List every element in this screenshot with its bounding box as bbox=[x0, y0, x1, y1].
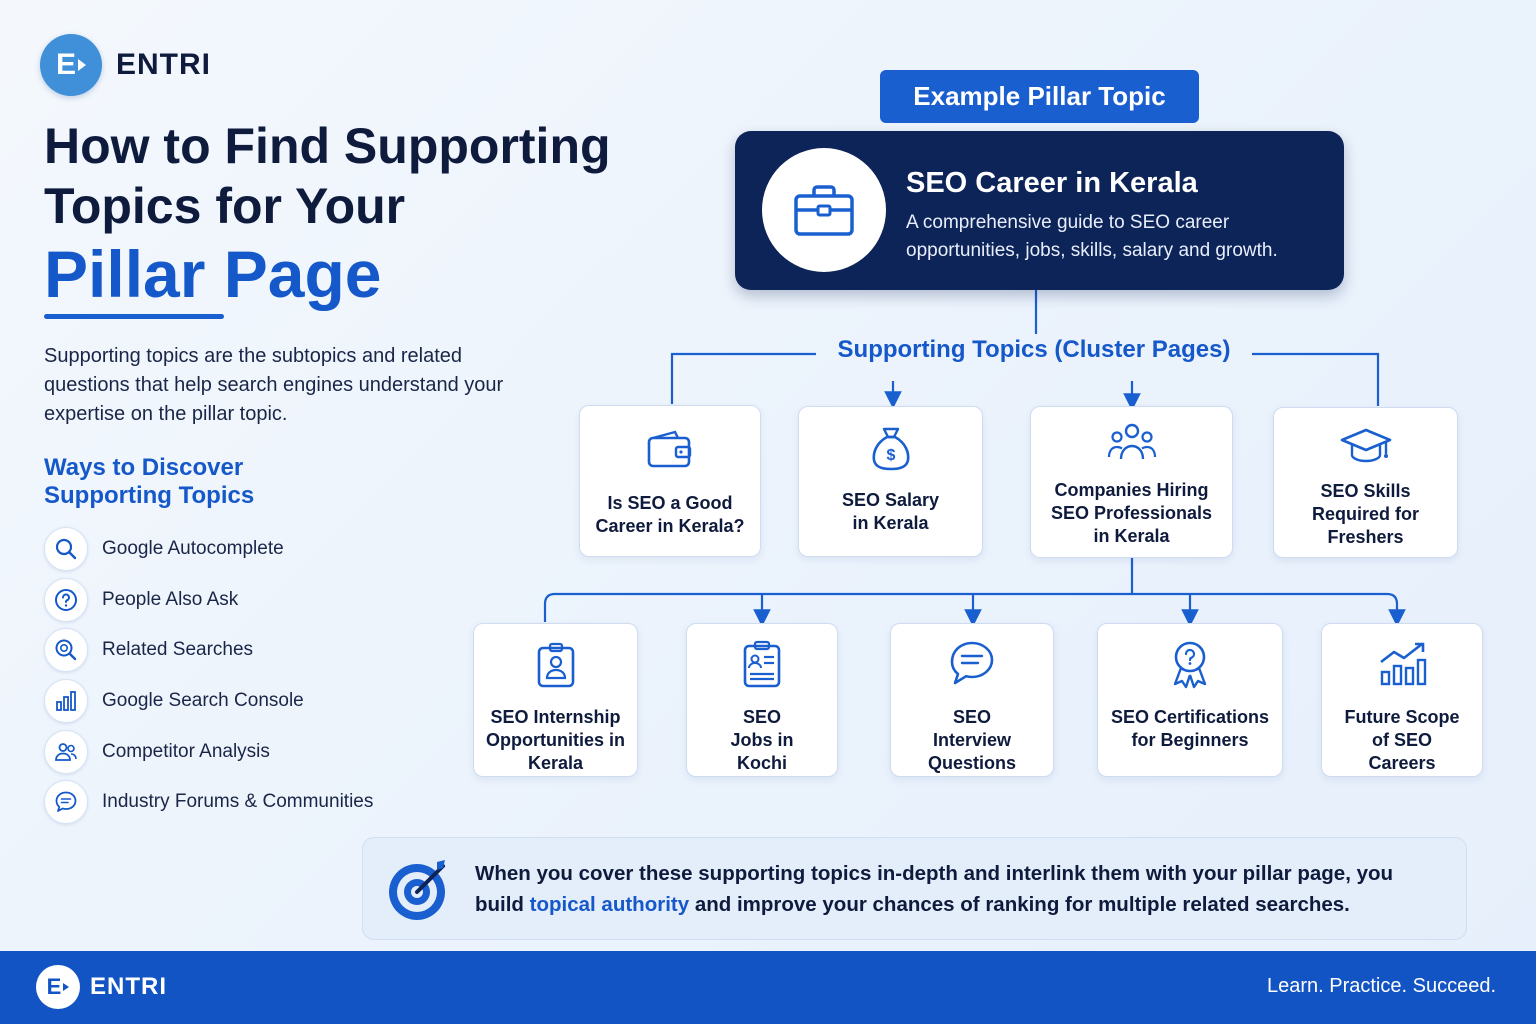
briefcase-icon bbox=[762, 148, 886, 272]
chat-bubble-icon bbox=[44, 780, 88, 825]
svg-text:$: $ bbox=[886, 447, 895, 464]
title-line-1: How to Find Supporting bbox=[44, 118, 611, 174]
team-icon bbox=[1106, 419, 1158, 471]
topic-label: SEO Internship Opportunities in Kerala bbox=[486, 707, 625, 773]
topic-card: SEO Skills Required for Freshers bbox=[1273, 407, 1458, 558]
brand-name: ENTRI bbox=[116, 48, 211, 81]
ways-title: Ways to Discover Supporting Topics bbox=[44, 454, 255, 509]
footer-brand: E ENTRI bbox=[36, 965, 167, 1009]
method-item: Google Autocomplete bbox=[44, 524, 464, 575]
page-title: How to Find Supporting Topics for Your P… bbox=[44, 116, 644, 314]
speech-bubble-icon bbox=[946, 638, 998, 690]
pillar-tag: Example Pillar Topic bbox=[880, 70, 1199, 123]
title-underline bbox=[44, 314, 224, 319]
callout-highlight: topical authority bbox=[529, 893, 690, 916]
pillar-heading: SEO Career in Kerala bbox=[906, 167, 1198, 199]
method-label: Related Searches bbox=[102, 639, 254, 661]
topic-label: SEO Salary in Kerala bbox=[841, 490, 940, 533]
intro-text: Supporting topics are the subtopics and … bbox=[44, 345, 504, 425]
topic-label: SEO Certifications for Beginners bbox=[1110, 707, 1270, 750]
method-item: Competitor Analysis bbox=[44, 726, 464, 777]
method-item: Industry Forums & Communities bbox=[44, 777, 464, 828]
method-label: Google Search Console bbox=[102, 690, 304, 712]
title-line-2: Topics for Your bbox=[44, 178, 406, 234]
target-icon bbox=[389, 860, 445, 920]
entri-logo-icon: E bbox=[36, 965, 80, 1009]
topic-label: Is SEO a Good Career in Kerala? bbox=[595, 493, 745, 536]
method-label: Industry Forums & Communities bbox=[102, 791, 374, 813]
callout-box: When you cover these supporting topics i… bbox=[362, 837, 1467, 940]
topic-card: SEO Jobs in Kochi bbox=[686, 623, 838, 777]
topic-card: SEO Internship Opportunities in Kerala bbox=[473, 623, 638, 777]
id-badge-icon bbox=[530, 640, 582, 692]
topic-card: SEO Interview Questions bbox=[890, 623, 1054, 777]
clipboard-icon bbox=[736, 638, 788, 690]
entri-logo-icon: E bbox=[40, 34, 102, 96]
callout-text: When you cover these supporting topics i… bbox=[475, 862, 1394, 916]
brand-header: E ENTRI bbox=[40, 34, 211, 96]
title-accent: Pillar Page bbox=[44, 237, 382, 311]
method-item: Google Search Console bbox=[44, 676, 464, 727]
method-item: People Also Ask bbox=[44, 575, 464, 626]
magnifier-zoom-icon bbox=[44, 628, 88, 673]
topic-label: SEO Jobs in Kochi bbox=[730, 707, 794, 773]
cluster-label: Supporting Topics (Cluster Pages) bbox=[837, 336, 1231, 363]
topic-card: $ SEO Salary in Kerala bbox=[798, 406, 983, 557]
graduation-cap-icon bbox=[1340, 420, 1392, 472]
topic-label: Companies Hiring SEO Professionals in Ke… bbox=[1050, 480, 1213, 546]
method-label: People Also Ask bbox=[102, 588, 239, 610]
pillar-card: SEO Career in Kerala A comprehensive gui… bbox=[735, 131, 1344, 290]
topic-label: Future Scope of SEO Careers bbox=[1344, 707, 1460, 773]
topic-card: Future Scope of SEO Careers bbox=[1321, 623, 1483, 777]
bar-chart-icon bbox=[44, 679, 88, 724]
certificate-icon bbox=[1164, 638, 1216, 690]
footer: E ENTRI Learn. Practice. Succeed. bbox=[0, 951, 1536, 1024]
method-label: Competitor Analysis bbox=[102, 740, 270, 762]
growth-chart-icon bbox=[1376, 638, 1428, 690]
wallet-icon bbox=[644, 426, 696, 478]
method-item: Related Searches bbox=[44, 625, 464, 676]
footer-brand-name: ENTRI bbox=[90, 973, 167, 1000]
method-label: Google Autocomplete bbox=[102, 538, 284, 560]
topic-card: SEO Certifications for Beginners bbox=[1097, 623, 1283, 777]
topic-label: SEO Interview Questions bbox=[927, 707, 1016, 773]
money-bag-icon: $ bbox=[865, 423, 917, 475]
question-circle-icon bbox=[44, 577, 88, 622]
topic-card: Is SEO a Good Career in Kerala? bbox=[579, 405, 761, 557]
methods-list: Google Autocomplete People Also Ask Rela… bbox=[44, 524, 464, 828]
pillar-description: A comprehensive guide to SEO career oppo… bbox=[906, 212, 1278, 261]
footer-tagline: Learn. Practice. Succeed. bbox=[1266, 975, 1496, 997]
topic-card: Companies Hiring SEO Professionals in Ke… bbox=[1030, 406, 1233, 558]
users-icon bbox=[44, 729, 88, 774]
topic-label: SEO Skills Required for Freshers bbox=[1311, 481, 1419, 547]
search-icon bbox=[44, 527, 88, 572]
